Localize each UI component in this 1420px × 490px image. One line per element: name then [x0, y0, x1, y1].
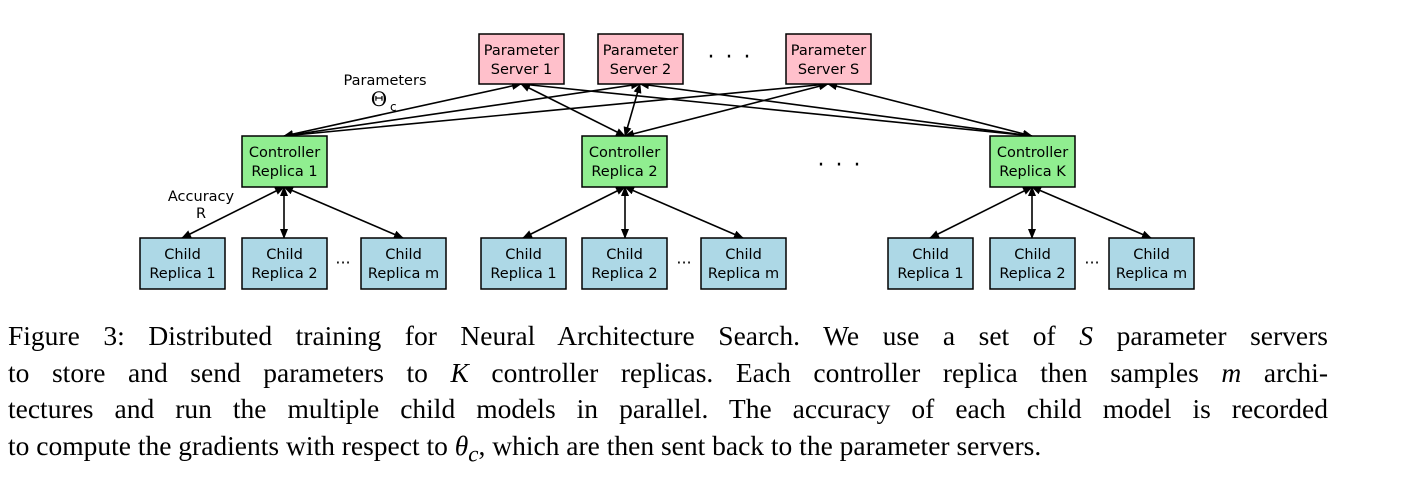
- arrow-controllerK-child1: [929, 186, 1033, 239]
- child-label: Child: [606, 247, 643, 263]
- child-ellipsis: ···: [676, 253, 691, 272]
- child-ellipsis: ···: [335, 253, 350, 272]
- theta-subscript: c: [390, 100, 397, 114]
- caption-var-K: K: [450, 356, 469, 388]
- param-server-label: Server 2: [610, 62, 671, 78]
- arrow-serverS-controller2: [624, 82, 829, 138]
- arrow-controller2-childm: [624, 186, 744, 239]
- child-label: Replica m: [708, 266, 779, 282]
- arrow-serverS-controller1: [283, 80, 829, 140]
- arrow-serverS-controllerK: [827, 82, 1033, 138]
- arrow-server2-controller2: [623, 83, 642, 137]
- caption-var-S: S: [1079, 320, 1094, 351]
- arrow-server2-controller1: [283, 81, 641, 139]
- child-label: Replica m: [1116, 266, 1187, 282]
- child-label: Replica m: [368, 266, 439, 282]
- child-box: [139, 237, 226, 290]
- child-box: [241, 237, 328, 290]
- child-label: Replica 1: [897, 266, 963, 282]
- caption-line-1: Figure 3: Distributed training for Neura…: [8, 320, 1328, 351]
- caption-var-theta-sub: c: [468, 441, 479, 466]
- param-server-box: [785, 33, 872, 85]
- child-label: Replica 2: [251, 266, 317, 282]
- child-label: Child: [1133, 247, 1170, 263]
- controller-child-arrows: [181, 186, 1152, 239]
- child-box: [1108, 237, 1195, 290]
- arrow-controller2-child1: [522, 186, 626, 239]
- child-label: Child: [725, 247, 762, 263]
- child-box: [581, 237, 668, 290]
- controller-ellipsis: · · ·: [818, 153, 863, 178]
- child-box: [887, 237, 974, 290]
- controller-label: Controller: [997, 145, 1068, 161]
- param-server-label: Server S: [798, 62, 859, 78]
- child-label: Child: [266, 247, 303, 263]
- param-server-2: Parameter Server 2: [597, 33, 684, 85]
- param-server-box: [478, 33, 565, 85]
- child-label: Child: [912, 247, 949, 263]
- child-label: Replica 2: [999, 266, 1065, 282]
- controller-box: [241, 135, 328, 188]
- arrow-server1-controller2: [520, 83, 626, 137]
- child-ellipsis: ···: [1084, 253, 1099, 272]
- arrow-server2-controllerK: [639, 81, 1033, 139]
- child-label: Replica 2: [591, 266, 657, 282]
- child-box: [700, 237, 787, 290]
- controller-replica-2: Controller Replica 2: [581, 135, 668, 188]
- accuracy-symbol: R: [196, 206, 206, 222]
- controller-label: Controller: [249, 145, 320, 161]
- child-group-2: Child Replica 1 Child Replica 2 ··· Chil…: [480, 237, 787, 290]
- child-box: [480, 237, 567, 290]
- param-server-box: [597, 33, 684, 85]
- controller-label: Replica 2: [591, 164, 657, 180]
- child-label: Replica 1: [490, 266, 556, 282]
- caption-line-3: tectures and run the multiple child mode…: [8, 393, 1328, 424]
- child-group-1: Child Replica 1 Child Replica 2 ··· Chil…: [139, 237, 447, 290]
- controller-label: Controller: [589, 145, 660, 161]
- child-label: Child: [385, 247, 422, 263]
- param-server-1: Parameter Server 1: [478, 33, 565, 85]
- child-label: Child: [1014, 247, 1051, 263]
- param-server-ellipsis: · · ·: [708, 45, 753, 70]
- param-server-label: Parameter: [484, 43, 559, 59]
- parameters-label: Parameters: [344, 73, 427, 89]
- controller-label: Replica K: [999, 164, 1066, 180]
- caption-var-theta: θ: [454, 429, 469, 461]
- controller-box: [581, 135, 668, 188]
- controller-label: Replica 1: [251, 164, 317, 180]
- arrow-server1-controllerK: [520, 80, 1033, 140]
- child-box: [360, 237, 447, 290]
- caption-line-4: to compute the gradients with respect to…: [8, 429, 1042, 467]
- child-group-K: Child Replica 1 Child Replica 2 ··· Chil…: [887, 237, 1195, 290]
- controller-replica-1: Controller Replica 1: [241, 135, 328, 188]
- theta-symbol: Θ: [371, 87, 387, 111]
- server-controller-arrows: [283, 80, 1033, 140]
- arrow-controller1-childm: [283, 186, 404, 239]
- param-server-label: Parameter: [603, 43, 678, 59]
- child-label: Child: [164, 247, 201, 263]
- nas-distributed-training-diagram: Parameter Server 1 Parameter Server 2 · …: [139, 33, 1195, 290]
- child-label: Replica 1: [149, 266, 215, 282]
- arrow-controllerK-childm: [1031, 186, 1152, 239]
- param-server-label: Parameter: [791, 43, 866, 59]
- controller-box: [989, 135, 1076, 188]
- caption-var-m: m: [1221, 356, 1242, 388]
- child-label: Child: [505, 247, 542, 263]
- controller-replica-K: Controller Replica K: [989, 135, 1076, 188]
- param-server-label: Server 1: [491, 62, 552, 78]
- accuracy-label: Accuracy: [168, 189, 235, 205]
- arrow-controller1-child1: [181, 186, 285, 239]
- param-server-S: Parameter Server S: [785, 33, 872, 85]
- figure-caption: Figure 3: Distributed training for Neura…: [8, 318, 1328, 473]
- caption-line-2: to store and send parameters to K contro…: [8, 356, 1328, 388]
- arrow-server1-controller1: [283, 82, 522, 138]
- child-box: [989, 237, 1076, 290]
